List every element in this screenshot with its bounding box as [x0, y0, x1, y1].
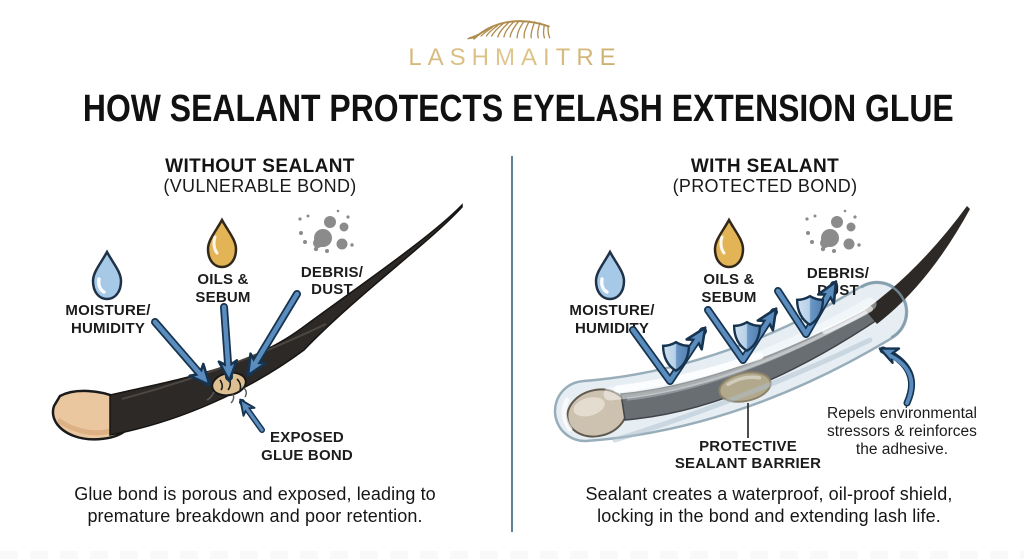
right-panel-heading: WITH SEALANT (PROTECTED BOND) [535, 156, 995, 196]
exposed-label-line1: EXPOSED [270, 429, 344, 446]
debris-dust-icon [805, 209, 861, 253]
repels-note-line1: Repels environmental [827, 405, 977, 422]
debris-label-line1: DEBRIS/ [301, 264, 364, 281]
eyelash-icon [467, 20, 551, 40]
page-title: HOW SEALANT PROTECTS EYELASH EXTENSION G… [82, 88, 954, 130]
moisture-label-line1: MOISTURE/ [569, 302, 655, 319]
left-diagram: MOISTURE/ HUMIDITY OILS & SEBUM DEBRIS/ … [51, 203, 463, 464]
bottom-edge-artifact [0, 551, 1024, 559]
left-subheading: (VULNERABLE BOND) [163, 176, 357, 196]
stressor-arrows [151, 290, 301, 387]
left-panel-heading: WITHOUT SEALANT (VULNERABLE BOND) [30, 156, 490, 196]
left-heading: WITHOUT SEALANT [165, 156, 355, 177]
shield-icons [661, 294, 825, 373]
repels-curved-arrow [878, 346, 915, 407]
right-heading: WITH SEALANT [690, 156, 840, 177]
barrier-label-line2: SEALANT BARRIER [675, 455, 821, 472]
debris-label-line2: DUST [311, 281, 353, 298]
right-subheading: (PROTECTED BOND) [672, 176, 858, 196]
water-droplet-icon [91, 249, 123, 301]
oils-label-line2: SEBUM [701, 289, 756, 306]
shield-icon [661, 340, 691, 373]
moisture-label-line2: HUMIDITY [71, 320, 145, 337]
moisture-label-line1: MOISTURE/ [65, 302, 151, 319]
natural-lash-base [566, 388, 628, 438]
shield-icon [732, 320, 762, 353]
oils-label-line2: SEBUM [195, 289, 250, 306]
oils-label-line1: OILS & [703, 271, 754, 288]
oil-droplet-icon [713, 217, 745, 269]
left-caption-line1: Glue bond is porous and exposed, leading… [74, 484, 436, 504]
right-caption: Sealant creates a waterproof, oil-proof … [544, 483, 994, 527]
shield-icon [795, 294, 825, 327]
panel-divider [511, 156, 513, 532]
repels-note-line2: stressors & reinforces [827, 423, 977, 440]
exposed-glue-callout-arrow [239, 398, 265, 433]
barrier-label-line1: PROTECTIVE [699, 438, 797, 455]
repels-note-line3: the adhesive. [856, 441, 948, 458]
oils-label-line1: OILS & [197, 271, 248, 288]
debris-dust-icon [298, 209, 354, 253]
water-droplet-icon [594, 249, 626, 301]
protected-glue-bond-blob [718, 371, 772, 403]
oil-droplet-icon [206, 217, 238, 269]
exposed-label-line2: GLUE BOND [261, 447, 353, 464]
lash-tip [865, 206, 970, 324]
right-diagram: MOISTURE/ HUMIDITY OILS & SEBUM DEBRIS/ … [553, 206, 977, 472]
right-caption-line2: locking in the bond and extending lash l… [597, 506, 941, 526]
left-caption-line2: premature breakdown and poor retention. [87, 506, 423, 526]
brand-name: LASHMAITRE [0, 44, 1024, 72]
right-caption-line1: Sealant creates a waterproof, oil-proof … [585, 484, 953, 504]
debris-label-line1: DEBRIS/ [807, 265, 870, 282]
left-caption: Glue bond is porous and exposed, leading… [30, 483, 480, 527]
